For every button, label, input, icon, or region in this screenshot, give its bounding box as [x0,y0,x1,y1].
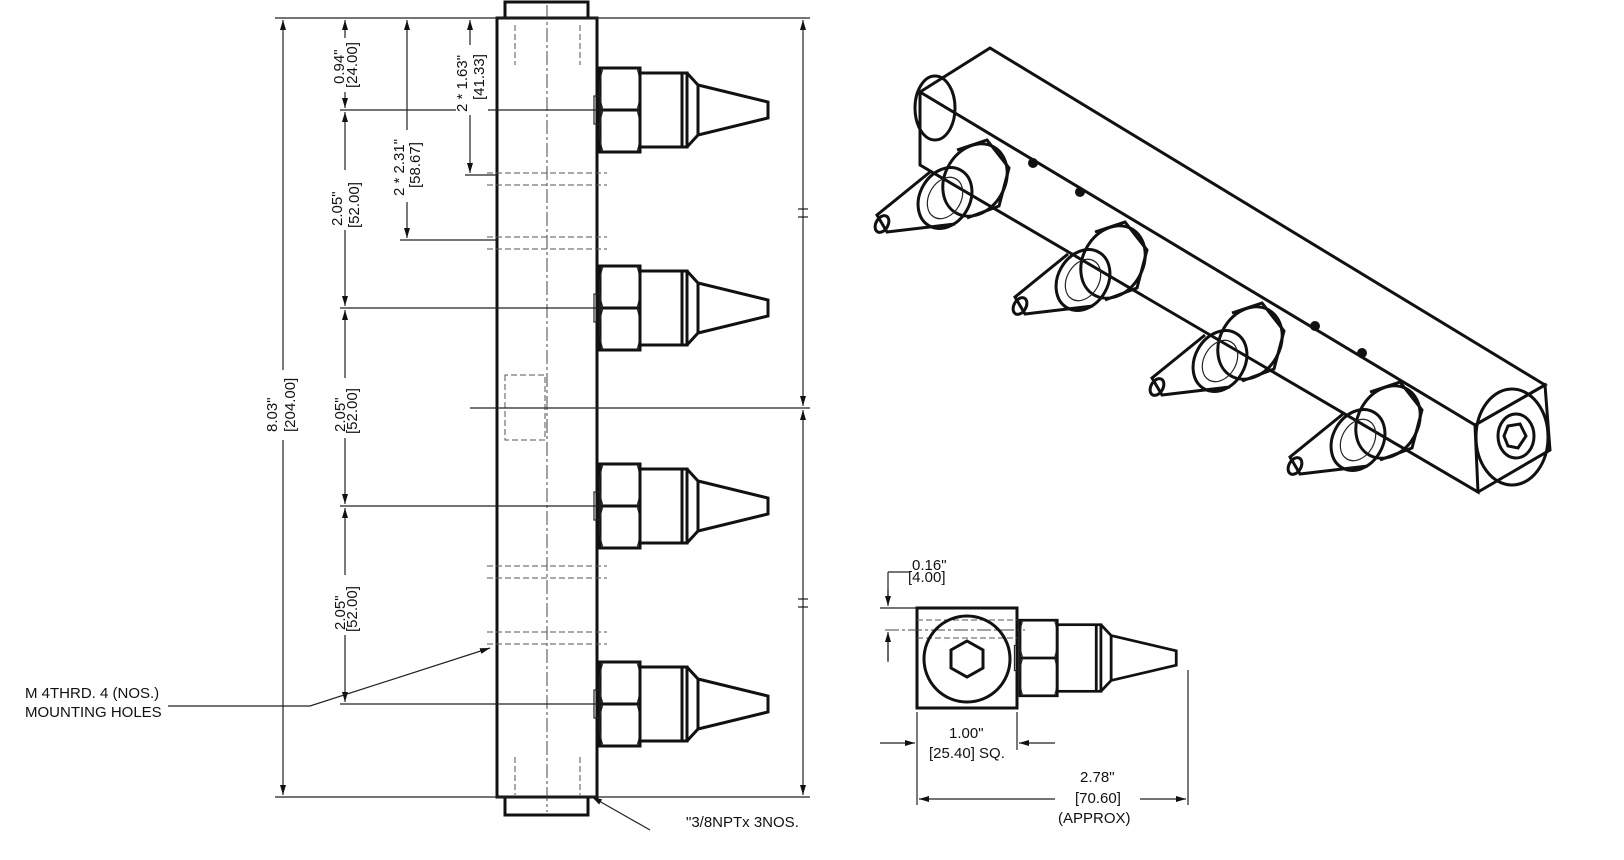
hole-spacing-b-mm: [41.33] [471,54,488,100]
length-note: (APPROX) [1058,810,1131,827]
length-inch: 2.78" [1080,769,1115,786]
square-mm: [25.40] SQ. [929,745,1005,762]
first-pitch-mm: [24.00] [344,42,361,88]
isometric-view [870,46,1552,495]
offset-mm: [4.00] [908,569,946,586]
offset-inch: 0.16" [912,557,947,574]
front-view: 8.03" [204.00] 0.94" [24.00] 2.05" [52.0… [25,0,810,831]
length-mm: [70.60] [1075,790,1121,807]
overall-length-mm: [204.00] [282,378,299,432]
mounting-holes [487,172,607,645]
overall-length-inch: 8.03" [264,397,281,432]
nozzle-1 [592,66,770,154]
mounting-note-line-2: MOUNTING HOLES [25,704,162,721]
nozzle-3 [592,462,770,550]
pitch-3-mm: [52.00] [344,586,361,632]
dimension-labels: 8.03" [204.00] 0.94" [24.00] 2.05" [52.0… [264,38,488,635]
nozzle-2 [592,264,770,352]
pitch-3-inch: 2.05" [332,595,349,630]
first-pitch-inch: 0.94" [331,49,348,84]
pitch-2-inch: 2.05" [332,397,349,432]
iso-nozzle-1 [870,130,1022,240]
nozzle-4 [592,660,770,748]
iso-nozzle-4 [1283,372,1435,482]
port-note: "3/8NPTx 3NOS. [686,814,799,831]
square-inch: 1.00" [949,725,984,742]
pitch-1-inch: 2.05" [329,191,346,226]
pitch-1-mm: [52.00] [346,182,363,228]
hole-spacing-b-inch: 2 * 1.63" [454,55,471,112]
end-nozzle [1013,618,1178,698]
pitch-2-mm: [52.00] [344,388,361,434]
hole-spacing-a-inch: 2 * 2.31" [391,139,408,196]
mounting-note-line-1: M 4THRD. 4 (NOS.) [25,685,159,702]
end-view: 0.16" [4.00] 1.00" [25.40] SQ. 2.78" [70… [880,557,1189,827]
hole-spacing-a-mm: [58.67] [407,142,424,188]
